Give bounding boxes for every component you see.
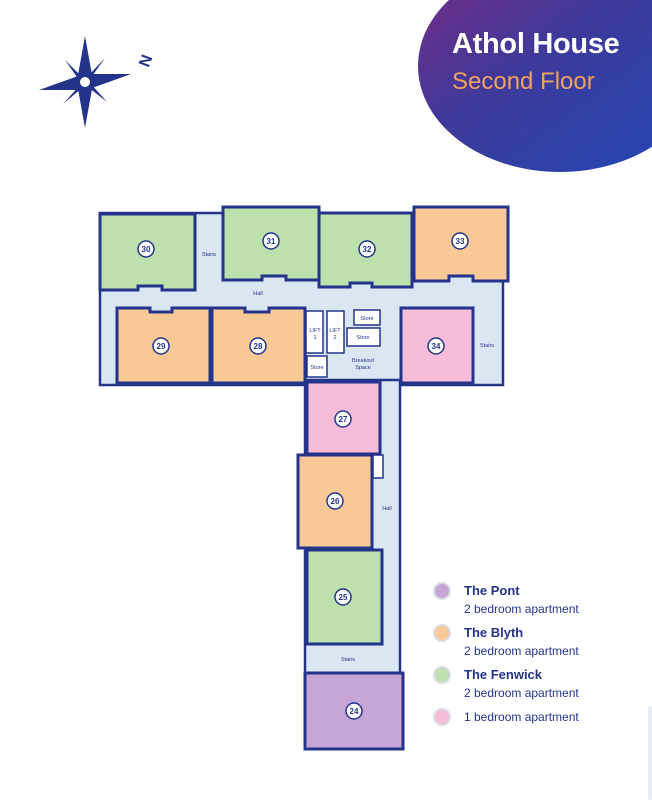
legend-item-fenwick: The Fenwick 2 bedroom apartment — [433, 666, 643, 708]
unit-number: 28 — [254, 342, 263, 351]
unit-badge-25: 25 — [334, 588, 352, 606]
unit-number: 24 — [350, 707, 359, 716]
legend-item-one-bed: 1 bedroom apartment — [433, 708, 643, 738]
store-label-1: Store — [360, 316, 373, 322]
compass-star-icon — [39, 36, 131, 128]
one-bed-swatch — [433, 708, 451, 726]
unit-number: 26 — [331, 497, 340, 506]
lift-2-number: 2 — [333, 335, 336, 341]
store-label-3: Store — [310, 365, 323, 371]
unit-number: 34 — [432, 342, 441, 351]
edge-decoration — [648, 706, 652, 800]
unit-number: 32 — [363, 245, 372, 254]
unit-number: 25 — [339, 593, 348, 602]
legend: The Pont 2 bedroom apartment The Blyth 2… — [433, 582, 643, 738]
unit-badge-30: 30 — [137, 240, 155, 258]
legend-item-blyth: The Blyth 2 bedroom apartment — [433, 624, 643, 666]
building-title: Athol House — [452, 28, 620, 60]
apartment-34[interactable] — [399, 306, 475, 385]
unit-badge-29: 29 — [152, 337, 170, 355]
legend-desc: 1 bedroom apartment — [464, 710, 579, 724]
hall-label-vertical: Hall — [382, 506, 391, 512]
stairs-label-right: Stairs — [480, 343, 494, 349]
legend-desc: 2 bedroom apartment — [464, 602, 579, 616]
legend-item-pont: The Pont 2 bedroom apartment — [433, 582, 643, 624]
unit-number: 33 — [456, 237, 465, 246]
breakout-label-2: Space — [355, 365, 371, 371]
unit-badge-32: 32 — [358, 240, 376, 258]
floor-subtitle: Second Floor — [452, 68, 595, 95]
unit-number: 29 — [157, 342, 166, 351]
legend-desc: 2 bedroom apartment — [464, 686, 579, 700]
stairs-label-bottom: Stairs — [341, 657, 355, 663]
unit-number: 30 — [142, 245, 151, 254]
hall-label-top: Hall — [253, 291, 262, 297]
unit-badge-34: 34 — [427, 337, 445, 355]
legend-desc: 2 bedroom apartment — [464, 644, 579, 658]
blyth-swatch — [433, 624, 451, 642]
pont-swatch — [433, 582, 451, 600]
unit-badge-26: 26 — [326, 492, 344, 510]
fenwick-swatch — [433, 666, 451, 684]
lift-1-number: 1 — [313, 335, 316, 341]
unit-badge-28: 28 — [249, 337, 267, 355]
unit-badges: 30 31 32 33 29 28 34 27 26 25 24 — [137, 232, 469, 720]
stairs-label-top: Stairs — [202, 252, 216, 258]
unit-badge-31: 31 — [262, 232, 280, 250]
unit-badge-24: 24 — [345, 702, 363, 720]
legend-name: The Fenwick — [464, 667, 543, 682]
store-label-2: Store — [356, 335, 369, 341]
compass-letter: N — [136, 53, 156, 70]
unit-badge-27: 27 — [334, 410, 352, 428]
lift-2-label: LIFT — [329, 328, 341, 334]
legend-name: The Pont — [464, 583, 520, 598]
breakout-label-1: Breakout — [352, 358, 374, 364]
legend-name: The Blyth — [464, 625, 524, 640]
unit-number: 31 — [267, 237, 276, 246]
unit-badge-33: 33 — [451, 232, 469, 250]
unit-number: 27 — [339, 415, 348, 424]
lift-1-label: LIFT — [309, 328, 321, 334]
